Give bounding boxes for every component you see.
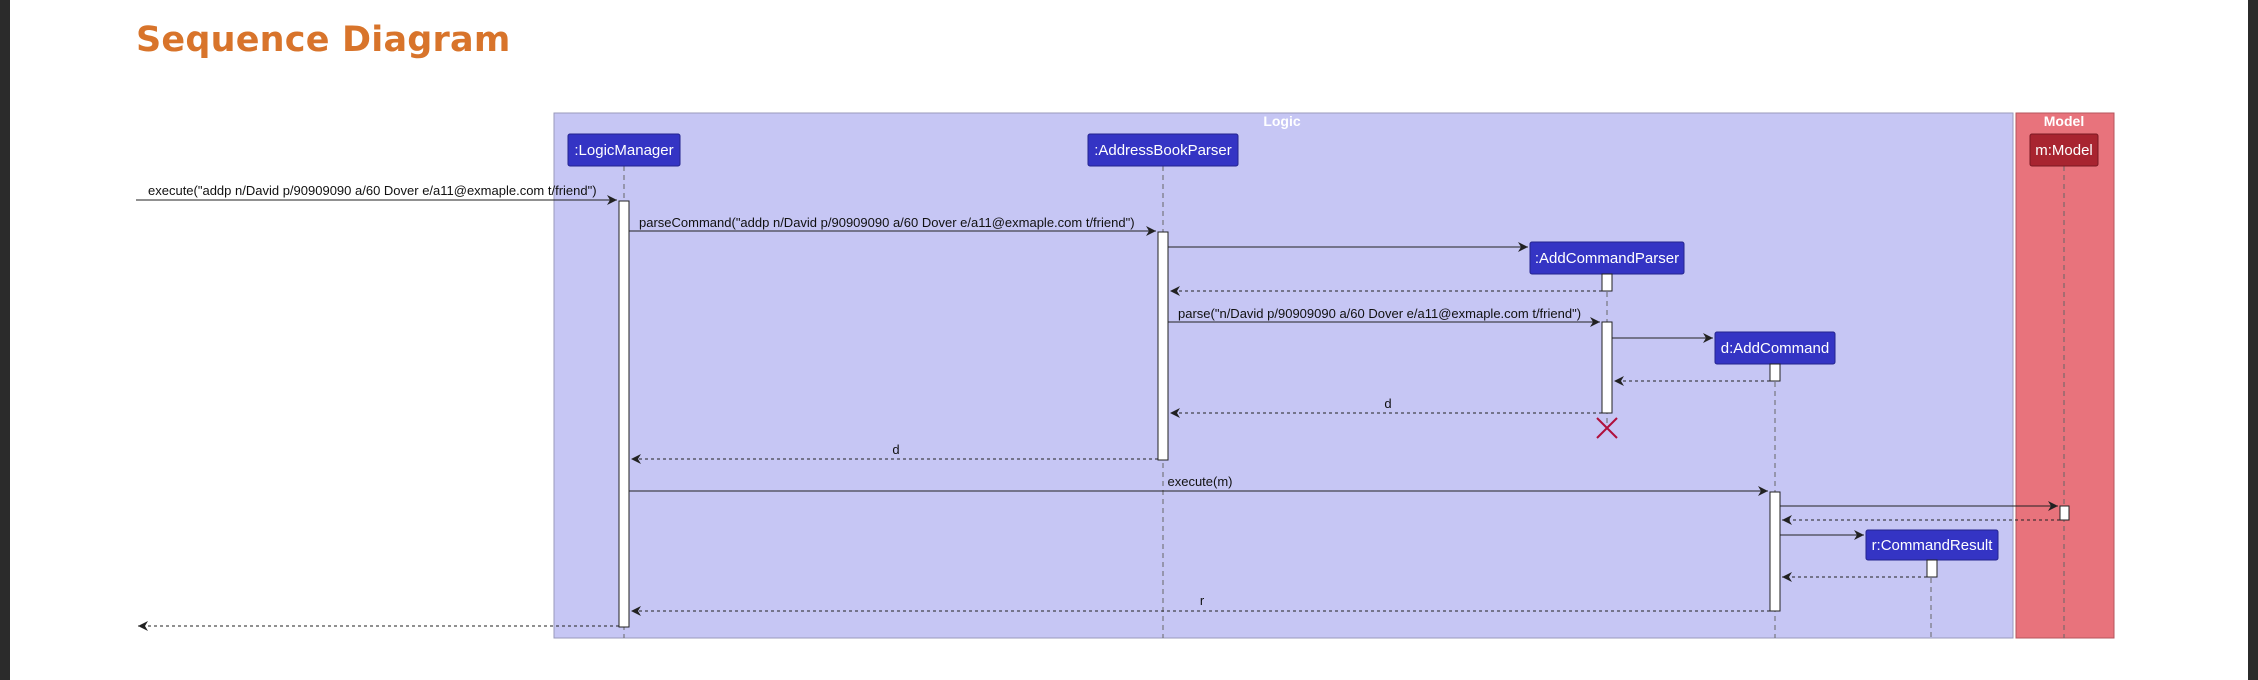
model-box-title: Model <box>2044 113 2084 129</box>
participant-address-book-parser <box>1087 133 1239 167</box>
message-execute: execute("addp n/David p/90909090 a/60 Do… <box>148 183 597 198</box>
activation-logic-manager <box>618 200 630 628</box>
activation-add-command-parser-2 <box>1601 321 1613 414</box>
page-title: Sequence Diagram <box>136 20 511 60</box>
participant-add-command-parser-label: :AddCommandParser <box>1535 250 1679 267</box>
participant-address-book-parser-label: :AddressBookParser <box>1094 142 1232 159</box>
left-window-edge <box>0 0 10 680</box>
model-box <box>2015 112 2115 639</box>
message-parse: parse("n/David p/90909090 a/60 Dover e/a… <box>1178 306 1581 321</box>
message-return-d-parser: d <box>1384 396 1391 411</box>
activation-command-result <box>1926 559 1938 578</box>
message-return-r: r <box>1200 593 1205 608</box>
activation-add-command-1 <box>1769 363 1781 382</box>
participant-model <box>2029 133 2099 167</box>
activation-add-command-2 <box>1769 491 1781 612</box>
activation-address-book-parser <box>1157 231 1169 461</box>
participant-command-result-label: r:CommandResult <box>1872 537 1994 554</box>
participant-model-label: m:Model <box>2035 142 2093 159</box>
logic-box-title: Logic <box>1263 113 1301 129</box>
participant-logic-manager-label: :LogicManager <box>574 142 673 159</box>
participant-logic-manager <box>567 133 681 167</box>
activation-model <box>2059 505 2070 521</box>
destroy-marker <box>1596 417 1618 439</box>
activation-add-command-parser-1 <box>1601 273 1613 292</box>
participant-add-command-label: d:AddCommand <box>1721 340 1829 357</box>
logic-box <box>553 112 2014 639</box>
right-window-edge <box>2248 0 2258 680</box>
message-return-d-address-book-parser: d <box>892 442 899 457</box>
message-parse-command: parseCommand("addp n/David p/90909090 a/… <box>639 215 1135 230</box>
message-execute-m: execute(m) <box>1167 474 1232 489</box>
